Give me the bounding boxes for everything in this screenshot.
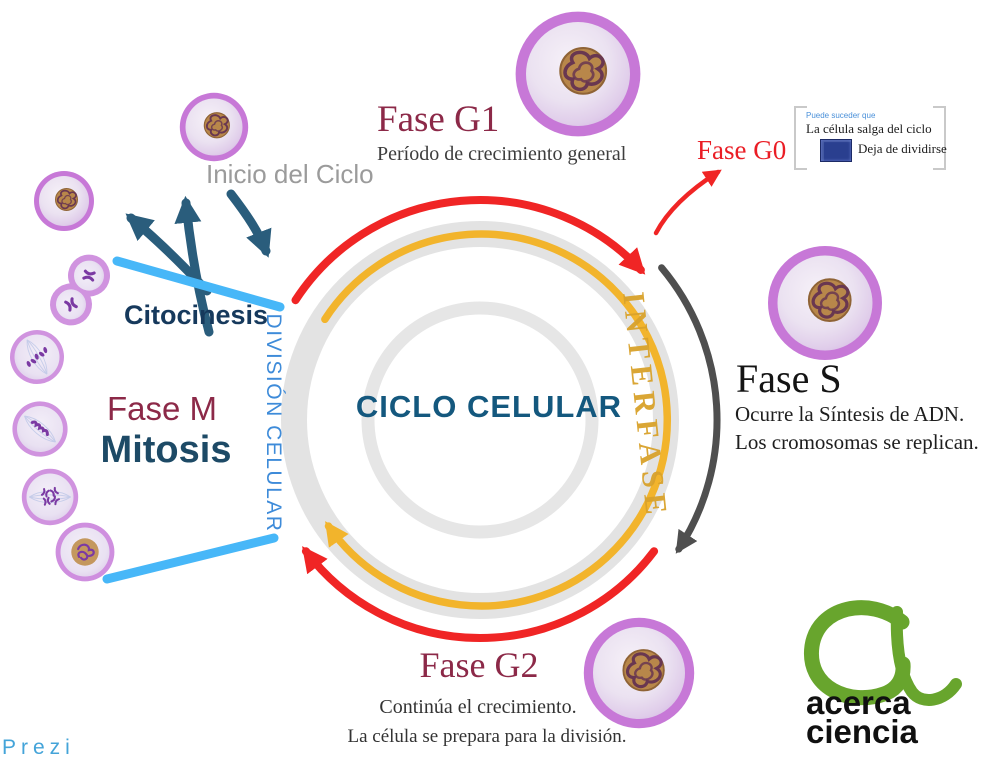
- prometaphase-cell: [21, 468, 79, 526]
- fase-g0-box: Puede suceder que La célula salga del ci…: [794, 106, 947, 170]
- interphase-cell-left: [33, 170, 95, 232]
- fase-g0-hint: Puede suceder que: [806, 111, 876, 120]
- interphase-cell-bottom: [582, 616, 696, 730]
- prezi-watermark: Prezi: [2, 736, 75, 759]
- cytokinesis-cell: [49, 254, 111, 326]
- division-celular-label: DIVISIÓN CELULAR: [262, 313, 285, 533]
- citocinesis-label: Citocinesis: [124, 300, 269, 330]
- inicio-del-ciclo-label: Inicio del Ciclo: [206, 159, 374, 189]
- division-line-top: [112, 256, 285, 312]
- brush-a-icon: [804, 600, 962, 706]
- interphase-cell-start: [178, 91, 250, 163]
- fase-g0-label: Fase G0: [697, 135, 787, 165]
- fase-s-desc2: Los cromosomas se replican.: [735, 430, 979, 454]
- start-arrow-down: [226, 189, 272, 258]
- prophase-cell: [55, 522, 115, 582]
- division-line-bottom: [102, 533, 279, 584]
- fase-s-arc: [658, 264, 721, 554]
- inner-ring: [361, 301, 599, 539]
- interfase-arc: [321, 230, 671, 610]
- anaphase-cell: [0, 319, 75, 395]
- logo-acerca: acerca: [806, 684, 911, 721]
- diagram-title: CICLO CELULAR: [355, 389, 623, 424]
- metaphase-cell: [0, 389, 80, 469]
- bracket-left: [794, 106, 807, 170]
- interphase-cell-top: [513, 9, 643, 139]
- fase-g2-label: Fase G2: [419, 645, 539, 685]
- interphase-cell-right: [766, 244, 884, 362]
- red-arc-bottom: [301, 546, 659, 642]
- fase-m-label: Fase M: [106, 390, 218, 427]
- g0-arrow: [653, 169, 722, 236]
- bracket-right: [933, 106, 946, 170]
- fase-g2-desc2: La célula se prepara para la división.: [347, 726, 627, 747]
- fase-g0-option1: La célula salga del ciclo: [806, 121, 932, 136]
- fase-s-label: Fase S: [736, 356, 842, 401]
- fase-g0-option2: Deja de dividirse: [858, 141, 947, 156]
- fase-g1-label: Fase G1: [377, 99, 500, 140]
- fase-g2-desc1: Continúa el crecimiento.: [379, 696, 577, 718]
- fase-g1-desc: Período de crecimiento general: [377, 143, 627, 165]
- logo-ciencia: ciencia: [806, 713, 918, 750]
- fase-s-desc1: Ocurre la Síntesis de ADN.: [735, 402, 965, 426]
- red-arc-top: [291, 196, 646, 305]
- exit-arrow-up: [174, 195, 214, 337]
- mitosis-label: Mitosis: [100, 429, 232, 471]
- cell-thumbnail: [820, 139, 852, 162]
